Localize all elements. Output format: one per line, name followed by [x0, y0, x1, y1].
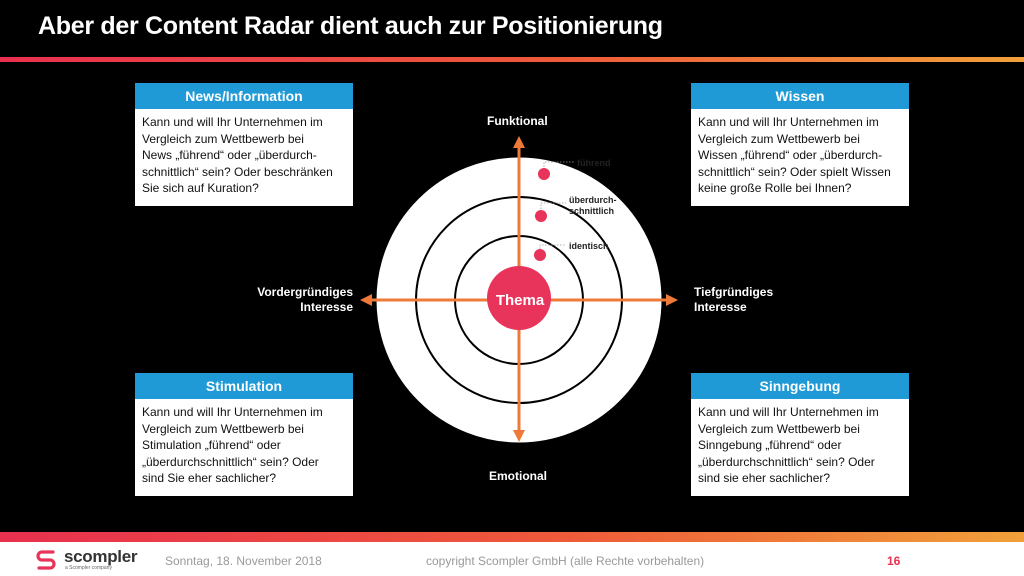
card-line: Vergleich zum Wettbewerb bei	[142, 131, 304, 146]
card-line: Vergleich zum Wettbewerb bei	[142, 421, 304, 436]
card-stimulation: Stimulation Kann und will Ihr Unternehme…	[135, 373, 353, 496]
center-label: Thema	[496, 292, 545, 309]
card-body: Kann und will Ihr Unternehmen im Verglei…	[135, 109, 353, 203]
axis-label-left-line1: Vordergründiges	[257, 285, 353, 299]
card-line: Kann und will Ihr Unternehmen im	[142, 405, 323, 419]
card-heading: Sinngebung	[691, 373, 909, 399]
arrow-right-icon	[666, 294, 678, 306]
card-line: sind sie eher sachlicher?	[698, 471, 831, 485]
card-line: Vergleich zum Wettbewerb bei	[698, 131, 860, 146]
axis-label-left: Vordergründiges Interesse	[234, 285, 353, 315]
card-heading: News/Information	[135, 83, 353, 109]
marker-identisch	[534, 249, 546, 261]
card-line: Sie sich auf Kuration?	[142, 181, 259, 195]
card-line: schnittlich“ sein? Oder beschränken	[142, 164, 333, 179]
card-wissen: Wissen Kann und will Ihr Unternehmen im …	[691, 83, 909, 206]
card-heading: Stimulation	[135, 373, 353, 399]
axis-label-left-line2: Interesse	[300, 300, 353, 314]
card-line: „überdurchschnittlich“ sein? Oder	[142, 454, 319, 469]
arrow-down-icon	[513, 430, 525, 442]
card-line: keine große Rolle bei Ihnen?	[698, 181, 852, 195]
axis-label-right-line2: Interesse	[694, 300, 747, 314]
card-line: sind Sie eher sachlicher?	[142, 471, 277, 485]
axis-label-right: Tiefgründiges Interesse	[694, 285, 773, 315]
level-label-ueberdurch: überdurch-	[569, 195, 617, 205]
scompler-logo-subtext: a Scompler company	[65, 565, 112, 571]
card-line: schnittlich“ sein? Oder spielt Wissen	[698, 164, 891, 179]
level-label-fuehrend: führend	[577, 158, 611, 168]
card-body: Kann und will Ihr Unternehmen im Verglei…	[135, 399, 353, 493]
card-news-information: News/Information Kann und will Ihr Unter…	[135, 83, 353, 206]
page-number: 16	[887, 554, 901, 568]
marker-fuehrend	[538, 168, 550, 180]
card-body: Kann und will Ihr Unternehmen im Verglei…	[691, 109, 909, 203]
center-circle	[487, 266, 551, 330]
axis-label-bottom: Emotional	[489, 469, 548, 483]
leader-ueberdurchschnittlich	[540, 202, 566, 209]
card-sinngebung: Sinngebung Kann und will Ihr Unternehmen…	[691, 373, 909, 496]
card-heading: Wissen	[691, 83, 909, 109]
leader-identisch	[539, 244, 566, 249]
card-line: Kann und will Ihr Unternehmen im	[698, 405, 879, 419]
card-line: Kann und will Ihr Unternehmen im	[698, 115, 879, 129]
arrow-up-icon	[513, 136, 525, 148]
card-body: Kann und will Ihr Unternehmen im Verglei…	[691, 399, 909, 493]
card-line: Stimulation „führend“ oder	[142, 438, 281, 452]
arrow-left-icon	[360, 294, 372, 306]
footer	[0, 542, 1024, 576]
card-line: Kann und will Ihr Unternehmen im	[142, 115, 323, 129]
title-underline	[0, 57, 1024, 62]
axis-label-top: Funktional	[487, 114, 548, 128]
level-label-identisch: identisch	[569, 241, 609, 251]
scompler-logo-icon	[36, 550, 56, 570]
card-line: Vergleich zum Wettbewerb bei	[698, 421, 860, 436]
footer-bar	[0, 532, 1024, 542]
slide-title: Aber der Content Radar dient auch zur Po…	[38, 12, 663, 40]
card-line: News „führend“ oder „überdurch-	[142, 148, 317, 162]
card-line: Sinngebung „führend“ oder	[698, 438, 842, 452]
footer-copyright: copyright Scompler GmbH (alle Rechte vor…	[426, 554, 705, 568]
card-line: „überdurchschnittlich“ sein? Oder	[698, 454, 875, 469]
scompler-logo-text: scompler	[64, 547, 138, 566]
axis-label-right-line1: Tiefgründiges	[694, 285, 774, 299]
card-line: Wissen „führend“ oder „überdurch-	[698, 148, 883, 162]
footer-date: Sonntag, 18. November 2018	[165, 554, 322, 568]
marker-ueberdurchschnittlich	[535, 210, 547, 222]
level-label-schnittlich: schnittlich	[569, 206, 614, 216]
